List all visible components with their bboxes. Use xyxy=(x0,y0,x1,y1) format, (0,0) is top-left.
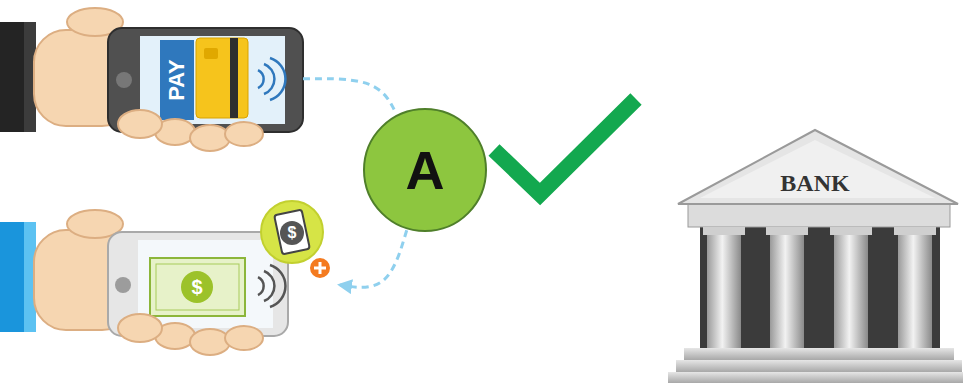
money-badge xyxy=(261,201,331,279)
payee-phone: $ xyxy=(108,200,340,336)
bank-node: BANK xyxy=(668,128,960,383)
symbol-label: $ xyxy=(282,222,302,244)
bank-building xyxy=(668,130,963,383)
dashed-connector xyxy=(340,230,407,287)
top-fingers xyxy=(118,110,263,151)
check-mark xyxy=(494,99,636,194)
node-text: BANK xyxy=(755,168,875,198)
dashed-connector xyxy=(303,79,396,114)
node-text: $ xyxy=(181,271,213,303)
node-text: PAY xyxy=(137,63,217,97)
approval-circle: A xyxy=(362,107,488,233)
payer-phone: PAY xyxy=(108,28,303,132)
bottom-fingers xyxy=(118,314,263,355)
node-text: A xyxy=(362,107,488,233)
